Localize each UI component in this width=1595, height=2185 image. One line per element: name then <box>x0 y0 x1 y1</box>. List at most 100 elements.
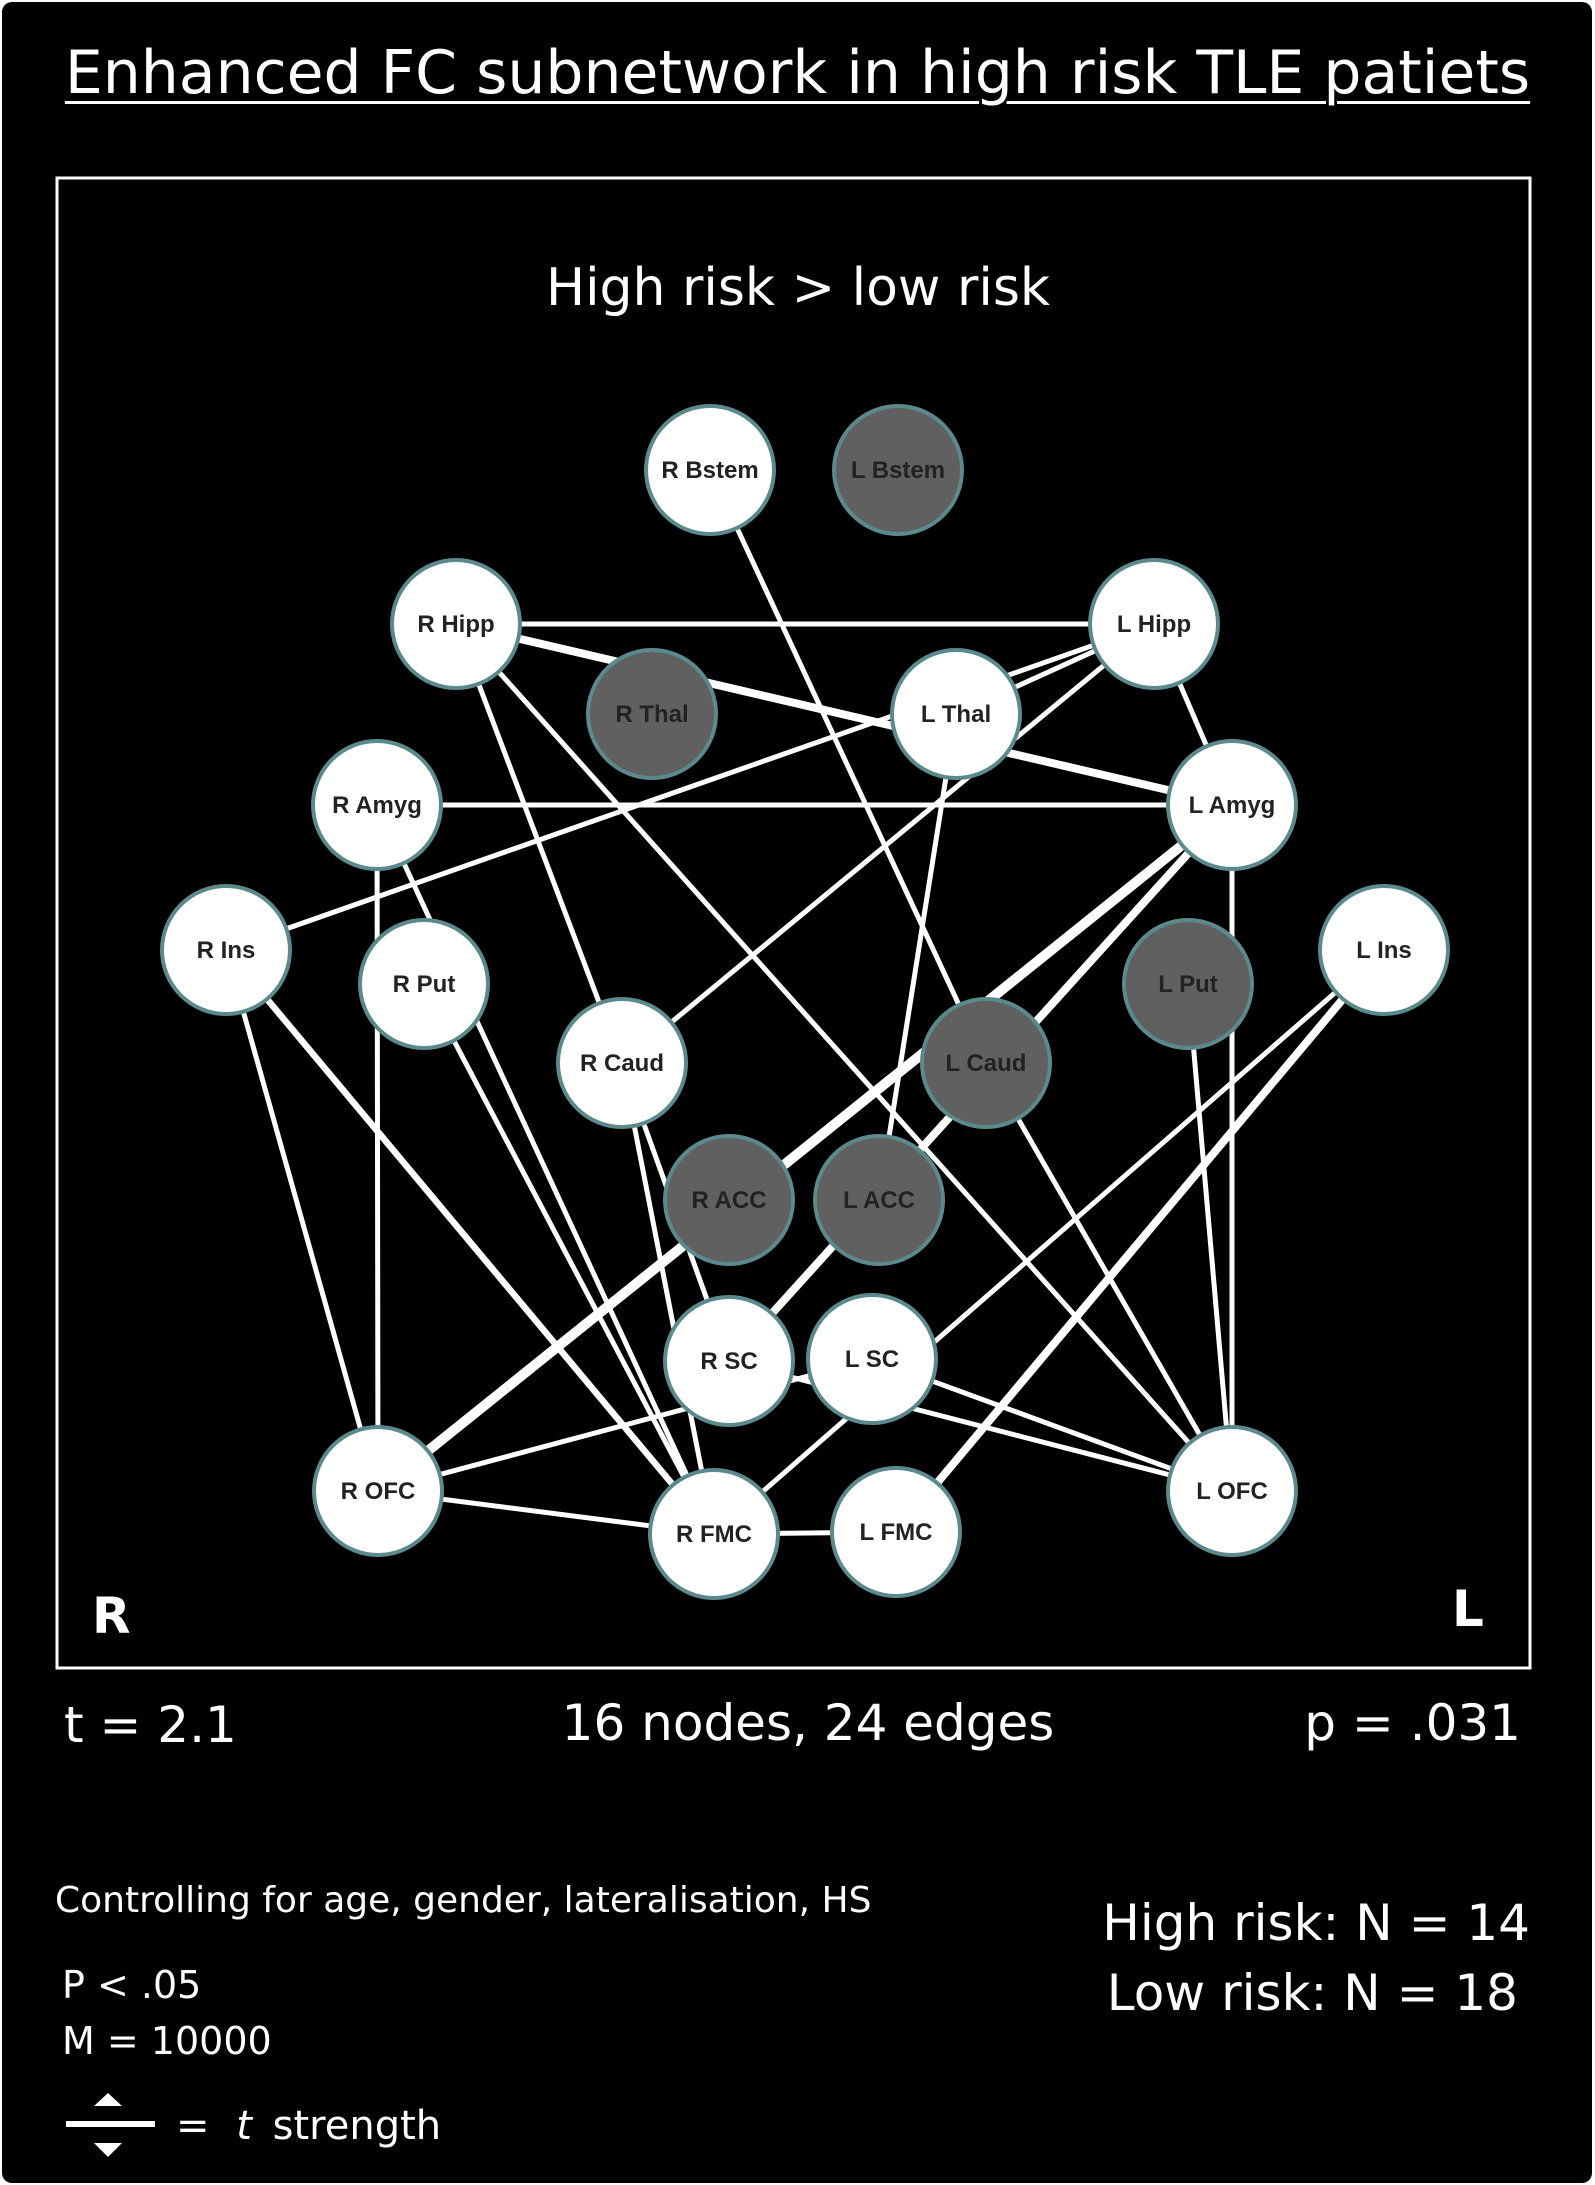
node-circle <box>556 997 688 1129</box>
edge-LIns-LFMC <box>892 946 1388 1536</box>
node-LThal: L Thal <box>890 648 1022 780</box>
node-circle <box>312 1425 444 1557</box>
node-circle <box>813 1134 945 1266</box>
node-LACC: L ACC <box>813 1134 945 1266</box>
node-circle <box>1166 1425 1298 1557</box>
legend-t: t <box>236 2103 253 2149</box>
graph-frame <box>55 176 1532 1670</box>
node-label: L FMC <box>860 1519 933 1546</box>
edge-LAmyg-ROFC <box>373 800 1237 1496</box>
legend-strength: strength <box>273 2103 441 2149</box>
covariates-note: Controlling for age, gender, lateralisat… <box>55 1880 871 1921</box>
node-circle <box>648 1468 780 1600</box>
network-p-value: p = .031 <box>1304 1694 1521 1752</box>
node-circle <box>663 1295 795 1427</box>
node-circle <box>1166 739 1298 871</box>
node-layer: R Bstem L Bstem R Hipp L Hipp R Thal L Thal R … <box>160 404 1450 1600</box>
node-LSC: L SC <box>806 1293 938 1425</box>
node-label: R Caud <box>580 1050 664 1077</box>
node-RAmyg: R Amyg <box>311 739 443 871</box>
edge-RAmyg-RFMC <box>374 802 717 1537</box>
edge-RIns-ROFC <box>223 947 381 1494</box>
node-LOFC: L OFC <box>1166 1425 1298 1557</box>
node-LIns: L Ins <box>1318 884 1450 1016</box>
node-RHipp: R Hipp <box>390 558 522 690</box>
node-circle <box>1088 558 1220 690</box>
legend-equals: = <box>176 2103 210 2149</box>
node-circle <box>390 558 522 690</box>
node-label: L Put <box>1158 971 1218 998</box>
node-label: L SC <box>845 1346 899 1373</box>
edge-RPut-RFMC <box>421 981 717 1537</box>
node-label: L Thal <box>921 701 991 728</box>
node-label: R ACC <box>691 1187 766 1214</box>
alpha-level: P < .05 <box>62 1963 201 2007</box>
node-circle <box>311 739 443 871</box>
edge-LThal-LACC <box>876 711 959 1203</box>
node-LCaud: L Caud <box>920 997 1052 1129</box>
node-LAmyg: L Amyg <box>1166 739 1298 871</box>
node-label: L Bstem <box>851 457 945 484</box>
node-label: L ACC <box>843 1187 915 1214</box>
node-ROFC: R OFC <box>312 1425 444 1557</box>
node-circle <box>806 1293 938 1425</box>
node-circle <box>1122 918 1254 1050</box>
node-circle <box>1318 884 1450 1016</box>
edge-LIns-RFMC <box>711 947 1387 1537</box>
node-label: L Hipp <box>1117 611 1191 638</box>
node-circle <box>586 648 718 780</box>
node-LFMC: L FMC <box>830 1466 962 1598</box>
edge-RSC-LOFC <box>726 1358 1235 1494</box>
node-LPut: L Put <box>1122 918 1254 1050</box>
t-strength-legend-icon <box>66 2093 155 2157</box>
permutation-count: M = 10000 <box>62 2019 272 2063</box>
node-circle <box>832 404 964 536</box>
node-circle <box>358 918 490 1050</box>
edge-RHipp-LAmyg <box>452 620 1236 809</box>
node-RThal: R Thal <box>586 648 718 780</box>
t-strength-legend-text: = t strength <box>176 2103 441 2149</box>
node-RACC: R ACC <box>663 1134 795 1266</box>
node-circle <box>830 1466 962 1598</box>
node-RBstem: R Bstem <box>644 404 776 536</box>
left-hemisphere-marker: L <box>1452 1580 1484 1638</box>
node-circle <box>890 648 1022 780</box>
figure-title: Enhanced FC subnetwork in high risk TLE … <box>64 38 1531 108</box>
node-label: L Caud <box>946 1050 1027 1077</box>
edge-RAmyg-ROFC <box>374 802 381 1494</box>
right-hemisphere-marker: R <box>92 1587 131 1645</box>
node-label: L Ins <box>1356 937 1412 964</box>
node-circle <box>644 404 776 536</box>
node-RPut: R Put <box>358 918 490 1050</box>
node-label: L OFC <box>1196 1478 1268 1505</box>
node-label: L Amyg <box>1189 792 1276 819</box>
node-label: R Bstem <box>661 457 758 484</box>
high-risk-sample-size: High risk: N = 14 <box>1102 1894 1530 1952</box>
low-risk-sample-size: Low risk: N = 18 <box>1107 1964 1518 2022</box>
edge-RHipp-RCaud <box>453 621 625 1066</box>
node-LHipp: L Hipp <box>1088 558 1220 690</box>
edge-LPut-LOFC <box>1185 981 1235 1494</box>
edge-LHipp-RCaud <box>619 621 1157 1066</box>
node-label: R FMC <box>676 1521 752 1548</box>
edge-RIns-RFMC <box>222 946 718 1538</box>
node-label: R Amyg <box>332 792 422 819</box>
contrast-label: High risk > low risk <box>546 258 1050 318</box>
node-label: R Thal <box>615 701 688 728</box>
node-RSC: R SC <box>663 1295 795 1427</box>
node-label: R Ins <box>197 937 256 964</box>
threshold-t: t = 2.1 <box>64 1696 237 1754</box>
edge-RBstem-LCaud <box>707 467 989 1066</box>
node-circle <box>160 884 292 1016</box>
node-LBstem: L Bstem <box>832 404 964 536</box>
node-RFMC: R FMC <box>648 1468 780 1600</box>
edge-RHipp-LOFC <box>453 621 1235 1494</box>
node-label: R Hipp <box>417 611 494 638</box>
edge-RCaud-RFMC <box>619 1060 717 1537</box>
node-RIns: R Ins <box>160 884 292 1016</box>
edge-LCaud-LOFC <box>983 1060 1235 1494</box>
node-RCaud: R Caud <box>556 997 688 1129</box>
node-label: R SC <box>700 1348 757 1375</box>
